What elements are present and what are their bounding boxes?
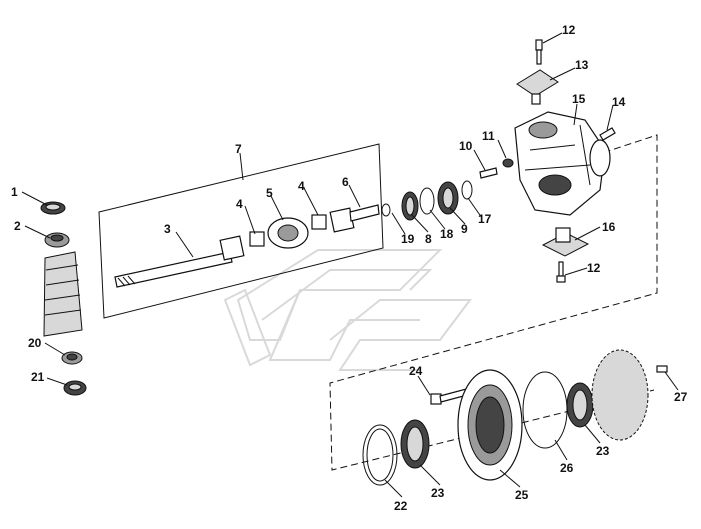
part-18-ring — [419, 187, 435, 215]
part-21-seal — [63, 380, 87, 396]
callout-20: 20 — [28, 336, 42, 350]
part-23-seal-left — [400, 419, 430, 469]
callout-26: 26 — [560, 461, 574, 475]
callout-10: 10 — [459, 139, 473, 153]
part-4-u-joint-right — [311, 207, 355, 233]
part-2-bearing — [44, 232, 70, 248]
leader-lines — [21, 32, 679, 498]
callout-2: 2 — [14, 219, 21, 233]
part-11-washer — [502, 158, 514, 168]
callout-6: 6 — [342, 175, 349, 189]
callout-24: 24 — [409, 364, 423, 378]
callout-3: 3 — [164, 222, 171, 236]
callout-18: 18 — [440, 227, 454, 241]
part-27-bearing-assembly — [591, 349, 668, 441]
callout-13: 13 — [575, 58, 589, 72]
callout-4-left: 4 — [236, 197, 243, 211]
callout-17: 17 — [478, 212, 492, 226]
part-4-u-joint-left — [219, 231, 265, 261]
callout-4-right: 4 — [298, 179, 305, 193]
callout-19: 19 — [401, 232, 415, 246]
part-8-seal — [401, 191, 419, 221]
part-3-axle-shaft — [114, 251, 233, 288]
part-23-seal-right — [566, 382, 594, 428]
axle-shaft-group-box — [98, 143, 384, 319]
part-20-bearing — [61, 351, 83, 365]
part-26-o-ring — [522, 371, 568, 449]
callout-23-left: 23 — [431, 486, 445, 500]
callout-15: 15 — [572, 92, 586, 106]
callout-27: 27 — [674, 390, 688, 404]
callout-21: 21 — [31, 370, 45, 384]
callout-7: 7 — [235, 142, 242, 156]
callout-11: 11 — [482, 129, 495, 143]
callout-16: 16 — [602, 220, 616, 234]
callout-12-top: 12 — [562, 23, 576, 37]
callout-9: 9 — [461, 222, 468, 236]
part-19-o-ring — [381, 203, 391, 217]
part-12-bolt-bottom — [556, 261, 566, 283]
callout-labels: 1 2 3 4 4 5 6 7 8 9 10 11 12 12 13 14 15… — [11, 23, 688, 513]
boot-part — [43, 251, 83, 337]
callout-14: 14 — [612, 95, 626, 109]
part-6-stub-shaft — [349, 204, 380, 222]
callout-22: 22 — [394, 499, 408, 513]
part-9-bearing — [437, 181, 459, 215]
callout-23-right: 23 — [596, 444, 610, 458]
part-12-bolt-top — [535, 39, 543, 65]
housing-dashed-box — [329, 134, 658, 471]
part-15-housing — [514, 111, 611, 216]
callout-12-bottom: 12 — [587, 261, 601, 275]
part-17-snap-ring — [461, 180, 473, 200]
callout-8: 8 — [425, 232, 432, 246]
callout-25: 25 — [515, 488, 529, 502]
part-22-snap-ring — [362, 424, 398, 486]
part-13-cover — [516, 69, 559, 105]
watermark-logo — [223, 249, 472, 371]
callout-1: 1 — [11, 185, 18, 199]
part-14-bolt — [599, 127, 616, 141]
part-10-bolt — [479, 167, 498, 179]
part-16-mount — [541, 227, 590, 257]
part-25-hub — [457, 369, 523, 481]
part-5-center-coupling — [267, 217, 309, 249]
callout-5: 5 — [266, 186, 273, 200]
